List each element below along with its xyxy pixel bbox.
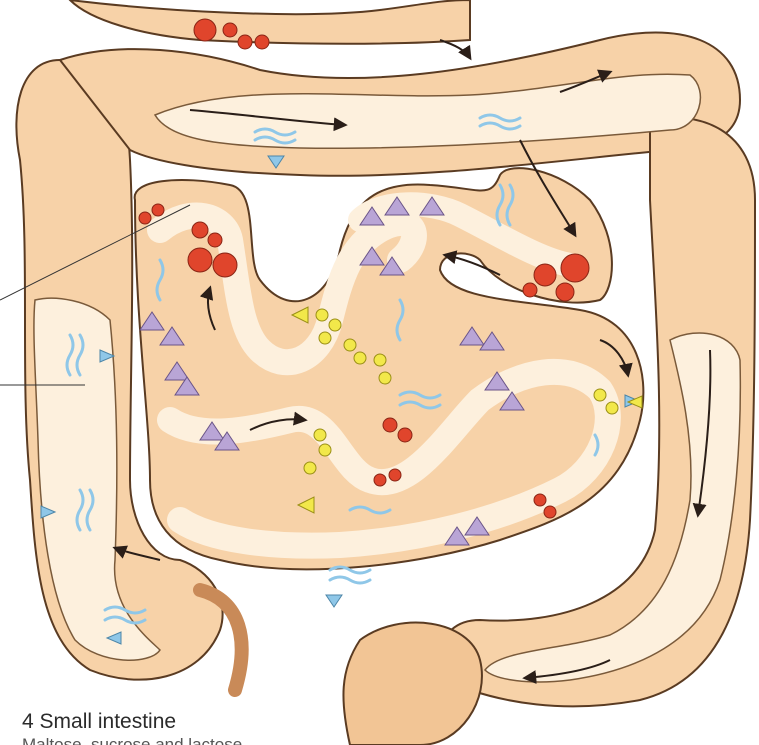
yellow-molecule-icon — [319, 332, 331, 344]
yellow-molecule-icon — [329, 319, 341, 331]
stomach-outlet — [70, 0, 470, 44]
yellow-molecule-icon — [594, 389, 606, 401]
flow-arrow-icon — [440, 40, 470, 58]
red-molecule-icon — [188, 248, 212, 272]
yellow-molecule-icon — [314, 429, 326, 441]
red-molecule-icon — [139, 212, 151, 224]
yellow-molecule-icon — [344, 339, 356, 351]
red-molecule-icon — [208, 233, 222, 247]
red-molecule-icon — [389, 469, 401, 481]
red-molecule-icon — [192, 222, 208, 238]
red-molecule-icon — [544, 506, 556, 518]
red-molecule-icon — [398, 428, 412, 442]
yellow-molecule-icon — [319, 444, 331, 456]
blue-arrowhead-icon — [326, 595, 342, 607]
red-molecule-icon — [238, 35, 252, 49]
yellow-molecule-icon — [374, 354, 386, 366]
yellow-molecule-icon — [606, 402, 618, 414]
yellow-molecule-icon — [379, 372, 391, 384]
red-molecule-icon — [534, 264, 556, 286]
red-molecule-icon — [383, 418, 397, 432]
red-molecule-icon — [223, 23, 237, 37]
red-molecule-icon — [534, 494, 546, 506]
red-molecule-icon — [523, 283, 537, 297]
red-molecule-icon — [374, 474, 386, 486]
yellow-molecule-icon — [316, 309, 328, 321]
yellow-molecule-icon — [304, 462, 316, 474]
red-molecule-icon — [255, 35, 269, 49]
red-molecule-icon — [556, 283, 574, 301]
sigmoid-colon — [343, 623, 482, 745]
red-molecule-icon — [152, 204, 164, 216]
water-wave-icon — [330, 577, 370, 583]
caption-title: 4 Small intestine — [22, 710, 176, 734]
caption-subtitle: Maltose, sucrose and lactose — [22, 735, 242, 745]
red-molecule-icon — [213, 253, 237, 277]
red-molecule-icon — [561, 254, 589, 282]
red-molecule-icon — [194, 19, 216, 41]
yellow-molecule-icon — [354, 352, 366, 364]
